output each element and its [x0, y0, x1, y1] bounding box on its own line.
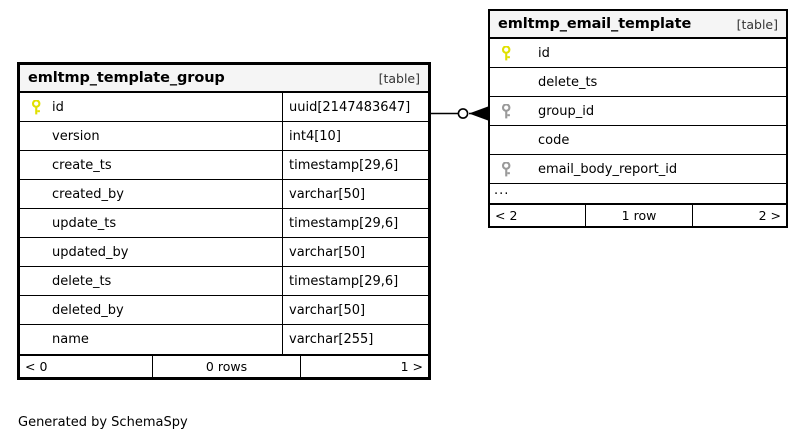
table-row[interactable]: version int4[10] — [20, 122, 428, 151]
column-name: delete_ts — [52, 273, 112, 289]
entity-footer: < 2 1 row 2 > — [490, 203, 786, 226]
relationship-connector-group-id — [428, 106, 488, 121]
column-type: uuid[2147483647] — [282, 93, 428, 121]
table-row[interactable]: delete_ts timestamp[29,6] — [20, 267, 428, 296]
column-name-cell: deleted_by — [20, 296, 282, 324]
table-row[interactable]: code — [490, 126, 786, 155]
table-row[interactable]: created_by varchar[50] — [20, 180, 428, 209]
column-name: delete_ts — [538, 74, 598, 90]
column-name-cell: code — [490, 126, 786, 154]
column-list: id uuid[2147483647] version int4[10] cre… — [20, 93, 428, 354]
prev-page-button[interactable]: < 2 — [490, 205, 586, 226]
foreign-key-icon — [496, 161, 516, 177]
entity-title: emltmp_email_template — [498, 16, 692, 32]
table-row[interactable]: create_ts timestamp[29,6] — [20, 151, 428, 180]
entity-emltmp-template-group[interactable]: emltmp_template_group [table] id uuid[2 — [17, 62, 431, 380]
prev-page-button[interactable]: < 0 — [20, 356, 153, 377]
foreign-key-icon — [496, 103, 516, 119]
table-row[interactable]: delete_ts — [490, 68, 786, 97]
column-name: updated_by — [52, 244, 129, 260]
entity-type-tag: [table] — [736, 16, 778, 32]
entity-emltmp-email-template[interactable]: emltmp_email_template [table] id — [488, 9, 788, 228]
primary-key-icon — [26, 99, 46, 115]
table-row[interactable]: deleted_by varchar[50] — [20, 296, 428, 325]
column-type: int4[10] — [282, 122, 428, 150]
column-name-cell: name — [20, 325, 282, 354]
next-page-button[interactable]: 2 > — [758, 208, 781, 223]
column-type: varchar[50] — [282, 296, 428, 324]
table-row[interactable]: group_id — [490, 97, 786, 126]
table-row[interactable]: id uuid[2147483647] — [20, 93, 428, 122]
entity-type-tag: [table] — [378, 70, 420, 86]
column-name-cell: group_id — [490, 97, 786, 125]
column-name-cell: ... — [490, 184, 786, 203]
next-page-button[interactable]: 1 > — [400, 359, 423, 374]
ellipsis-label: ... — [494, 183, 510, 198]
more-columns-indicator[interactable]: ... — [490, 184, 786, 203]
entity-footer: < 0 0 rows 1 > — [20, 354, 428, 377]
table-row[interactable]: id — [490, 39, 786, 68]
column-name-cell: created_by — [20, 180, 282, 208]
primary-key-icon — [496, 45, 516, 61]
column-name: id — [52, 99, 64, 115]
column-type: varchar[50] — [282, 180, 428, 208]
column-type: varchar[50] — [282, 238, 428, 266]
column-name-cell: delete_ts — [20, 267, 282, 295]
column-name: name — [52, 332, 89, 347]
entity-header: emltmp_email_template [table] — [490, 11, 786, 39]
row-count-label: 1 row — [586, 205, 693, 226]
column-type: varchar[255] — [282, 325, 428, 354]
column-name: create_ts — [52, 157, 112, 173]
column-list: id delete_ts — [490, 39, 786, 203]
column-name-cell: updated_by — [20, 238, 282, 266]
table-row[interactable]: updated_by varchar[50] — [20, 238, 428, 267]
entity-title: emltmp_template_group — [28, 70, 225, 86]
column-name-cell: id — [490, 39, 786, 67]
column-name: update_ts — [52, 215, 117, 231]
generated-by-caption: Generated by SchemaSpy — [18, 415, 188, 430]
table-row[interactable]: name varchar[255] — [20, 325, 428, 354]
column-name-cell: update_ts — [20, 209, 282, 237]
column-name-cell: id — [20, 93, 282, 121]
column-name: id — [538, 45, 550, 61]
table-row[interactable]: email_body_report_id — [490, 155, 786, 184]
column-name: deleted_by — [52, 302, 124, 318]
column-type: timestamp[29,6] — [282, 209, 428, 237]
column-name: group_id — [538, 103, 595, 119]
column-name: code — [538, 132, 570, 148]
column-name: version — [52, 128, 100, 144]
entity-header: emltmp_template_group [table] — [20, 65, 428, 93]
column-name: email_body_report_id — [538, 161, 678, 177]
column-name-cell: delete_ts — [490, 68, 786, 96]
column-type: timestamp[29,6] — [282, 267, 428, 295]
row-count-label: 0 rows — [153, 356, 301, 377]
table-row[interactable]: update_ts timestamp[29,6] — [20, 209, 428, 238]
column-type: timestamp[29,6] — [282, 151, 428, 179]
column-name: created_by — [52, 186, 124, 202]
column-name-cell: email_body_report_id — [490, 155, 786, 183]
column-name-cell: version — [20, 122, 282, 150]
column-name-cell: create_ts — [20, 151, 282, 179]
